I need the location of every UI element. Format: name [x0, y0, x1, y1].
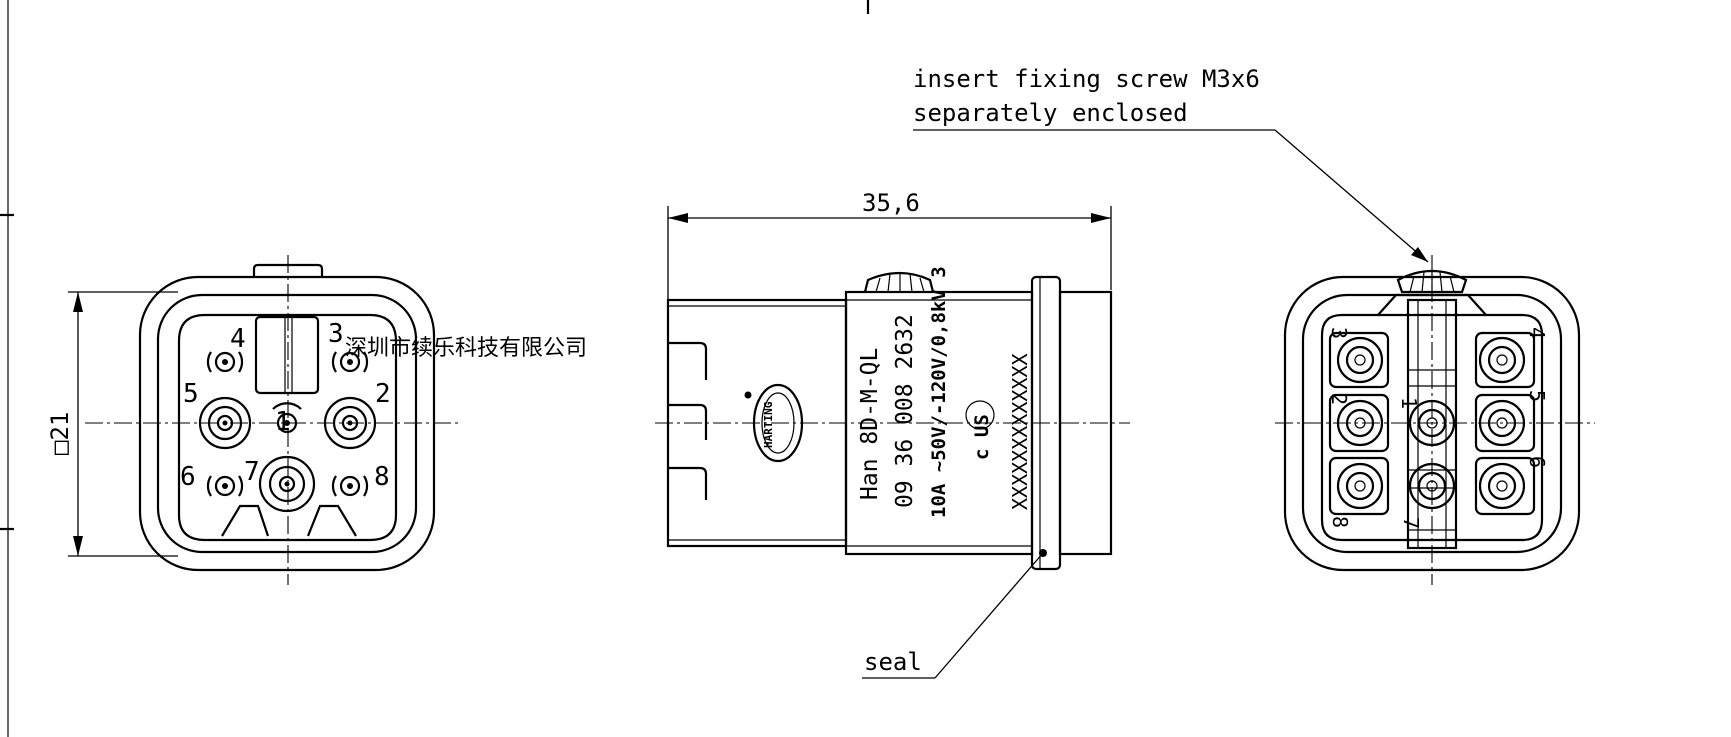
rear-cavity-2 [1328, 393, 1390, 453]
front-pin-8-contact [331, 475, 369, 497]
front-pin-5-contact [198, 396, 252, 450]
screw-note-line-2: separately enclosed [913, 99, 1188, 127]
rear-cavity-8 [1328, 456, 1390, 516]
rear-cavity-4 [1474, 331, 1536, 389]
seal-label: seal [864, 648, 922, 676]
front-pin-label-3: 3 [328, 319, 344, 349]
front-pin-1-contact [272, 402, 302, 434]
rear-pin-label-5: 5 [1525, 390, 1549, 402]
width-dimension: 35,6 [667, 189, 1112, 300]
front-pin-6-contact [206, 475, 244, 497]
rear-cavity-7 [1408, 462, 1456, 510]
screw-note-callout: insert fixing screw M3x6 separately encl… [913, 65, 1429, 263]
marking-serial: XXXXXXXXXXXXX [1008, 353, 1032, 510]
screw-note-line-1: insert fixing screw M3x6 [913, 65, 1260, 93]
front-pin-7-contact [258, 455, 316, 513]
front-pin-label-7: 7 [244, 457, 260, 487]
rear-view: 1 2 3 4 5 6 7 8 [1275, 255, 1595, 585]
front-view: 1 2 3 4 5 6 7 8 □21 [46, 255, 460, 585]
rear-cavity-5 [1474, 393, 1536, 453]
marking-type: Han 8D-M-QL [857, 348, 883, 500]
front-pin-label-1: 1 [275, 407, 291, 437]
rear-pin-label-8: 8 [1328, 516, 1352, 528]
square-dimension-label: □21 [46, 412, 74, 455]
front-pin-2-contact [323, 396, 377, 450]
front-pin-label-2: 2 [375, 379, 391, 409]
rear-pin-label-4: 4 [1525, 327, 1549, 339]
side-view: 35,6 HARTING Han 8D-M-QL 09 36 008 [655, 189, 1130, 679]
width-dimension-label: 35,6 [862, 189, 920, 217]
marking-rating: 10A ~50V/-120V/0,8kV 3 [928, 266, 950, 518]
rear-cavity-6 [1474, 456, 1536, 516]
seal-callout: seal [862, 552, 1044, 679]
front-pin-label-8: 8 [374, 462, 390, 492]
front-pin-label-5: 5 [183, 379, 199, 409]
square-dimension: □21 [46, 291, 178, 557]
front-pin-3-contact [331, 351, 369, 373]
ul-certification-mark: c US [965, 400, 995, 460]
front-pin-4-contact [206, 351, 244, 373]
harting-logo-text: HARTING [762, 401, 775, 448]
rear-pin-label-1: 1 [1397, 397, 1421, 409]
rear-cavity-3 [1328, 331, 1390, 389]
rear-cavity-1 [1408, 399, 1456, 447]
cert-mark-text: c US [971, 414, 993, 460]
harting-logo: HARTING [744, 383, 804, 463]
rear-pin-label-6: 6 [1525, 456, 1549, 468]
marking-part-number: 09 36 008 2632 [892, 314, 918, 508]
drawing-frame-marks [0, 0, 870, 737]
rear-pin-label-2: 2 [1327, 393, 1351, 405]
front-pin-label-4: 4 [230, 324, 246, 354]
watermark-text: 深圳市续乐科技有限公司 [345, 336, 587, 361]
rear-pin-label-3: 3 [1327, 327, 1351, 339]
rear-pin-label-7: 7 [1399, 517, 1423, 529]
front-pin-label-6: 6 [180, 462, 196, 492]
